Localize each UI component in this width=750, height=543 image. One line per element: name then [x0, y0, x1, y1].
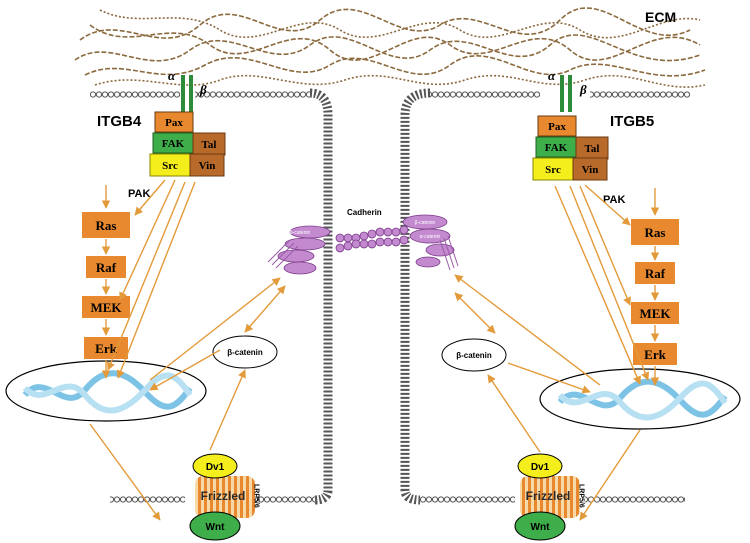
raf-label: Raf — [96, 260, 117, 275]
wnt-label: Wnt — [531, 522, 551, 533]
fak-label: FAK — [545, 142, 568, 154]
frizzled-label: Frizzled — [201, 489, 246, 503]
vin-label: Vin — [199, 160, 216, 172]
ecm-fibers — [74, 7, 706, 88]
tal-label: Tal — [202, 139, 217, 151]
src-label: Src — [545, 164, 561, 176]
cascade-right: Ras Raf MEK Erk — [631, 219, 679, 365]
vin-box — [572, 157, 608, 181]
frizzled-left: Dv1 Frizzled LRP5/6 Wnt — [189, 453, 260, 541]
alpha-label-right: α — [548, 68, 556, 83]
membrane-left — [90, 88, 333, 505]
ras-label: Ras — [645, 225, 666, 240]
beta-catenin-right: β-catenin — [441, 338, 507, 372]
ras-box — [631, 219, 679, 245]
frizzled-label: Frizzled — [526, 489, 571, 503]
ras-label: Ras — [96, 218, 117, 233]
itgb5-label: ITGB5 — [610, 113, 654, 130]
vin-box — [189, 153, 225, 177]
erk-box — [84, 337, 128, 359]
src-label: Src — [162, 160, 178, 172]
catenin-tag-left: β-catenin — [290, 230, 311, 236]
mek-label: MEK — [90, 300, 122, 315]
alpha-label-left: α — [168, 68, 176, 83]
beta-label-right: β — [579, 82, 587, 97]
arrows — [89, 179, 660, 521]
lrp-label: LRP5/6 — [578, 484, 585, 508]
cadherin-complex: β-catenin β-catenin α-catenin — [267, 214, 459, 275]
dv1-label: Dv1 — [531, 462, 550, 473]
beta-catenin-left: β-catenin — [212, 335, 278, 369]
erk-box — [633, 343, 677, 365]
dna-right — [539, 368, 741, 430]
ras-box — [82, 212, 130, 238]
mek-box — [82, 296, 130, 318]
pax-box — [537, 115, 577, 137]
beta-catenin-label: β-catenin — [227, 348, 263, 357]
alpha-catenin-tag-right: α-catenin — [420, 234, 441, 240]
beta-catenin-label: β-catenin — [456, 351, 492, 360]
pak-label-left: PAK — [128, 188, 150, 200]
pax-label: Pax — [548, 121, 566, 133]
vin-label: Vin — [582, 164, 599, 176]
cascade-left: Ras Raf MEK Erk — [82, 212, 130, 359]
ecm-label: ECM — [645, 9, 676, 25]
beta-label-left: β — [199, 82, 207, 97]
integrin-right — [560, 75, 572, 112]
integrin-left — [181, 75, 193, 112]
itgb4-label: ITGB4 — [97, 113, 142, 130]
mek-label: MEK — [639, 306, 671, 321]
wnt-label: Wnt — [206, 522, 226, 533]
dv1-label: Dv1 — [206, 462, 225, 473]
pak-label-right: PAK — [603, 194, 625, 206]
lrp-label: LRP5/6 — [253, 484, 260, 508]
pax-label: Pax — [165, 117, 183, 129]
pax-box — [154, 111, 194, 133]
catenin-tag-right: β-catenin — [415, 220, 436, 226]
raf-label: Raf — [645, 266, 666, 281]
erk-label: Erk — [644, 347, 666, 362]
frizzled-right: Dv1 Frizzled LRP5/6 Wnt — [514, 453, 585, 541]
membrane-right — [400, 88, 690, 505]
focal-adhesion-right: Pax FAK Tal Src Vin — [532, 115, 609, 181]
tal-label: Tal — [585, 143, 600, 155]
mek-box — [631, 302, 679, 324]
raf-box — [86, 256, 126, 278]
focal-adhesion-left: Pax FAK Tal Src Vin — [149, 111, 226, 177]
fak-label: FAK — [162, 138, 185, 150]
raf-box — [635, 262, 675, 284]
erk-label: Erk — [95, 341, 117, 356]
cadherin-label: Cadherin — [347, 208, 382, 217]
